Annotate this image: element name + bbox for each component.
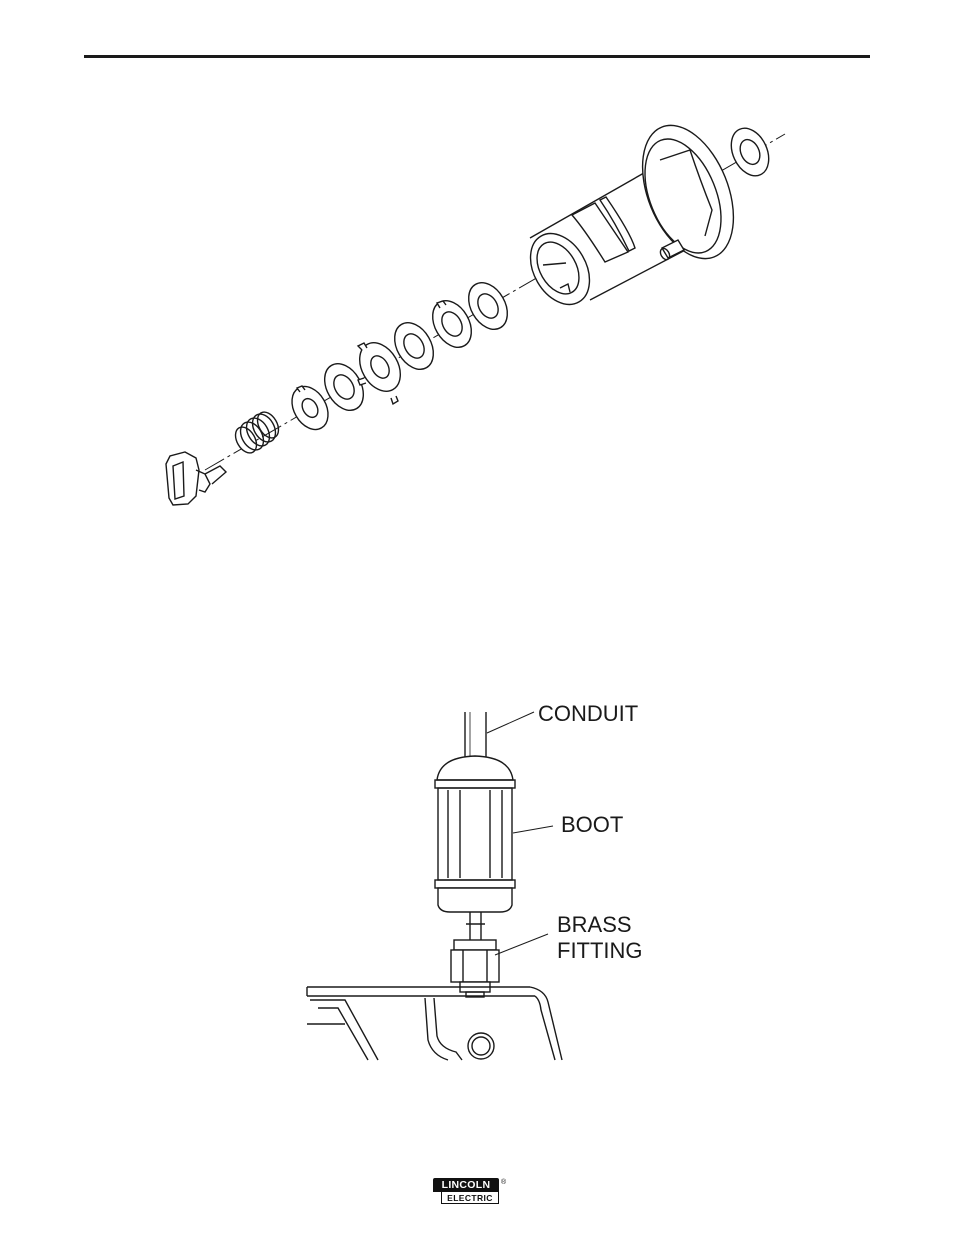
conduit-part	[465, 712, 486, 760]
registered-mark: ®	[501, 1179, 506, 1187]
brass-fitting-part	[451, 940, 499, 997]
logo-top-text: LINCOLN	[433, 1178, 499, 1192]
brass-label-line1: BRASS	[557, 913, 632, 937]
conduit-label: CONDUIT	[538, 702, 638, 726]
boot-label: BOOT	[561, 813, 623, 837]
brass-label-line2: FITTING	[557, 939, 643, 963]
housing-part	[307, 987, 562, 1060]
boot-part	[435, 756, 515, 912]
logo-bottom-text: ELECTRIC	[441, 1192, 499, 1204]
leader-lines	[487, 712, 553, 955]
stem-part	[466, 912, 485, 940]
lincoln-electric-logo: LINCOLN ELECTRIC ®	[433, 1178, 511, 1206]
